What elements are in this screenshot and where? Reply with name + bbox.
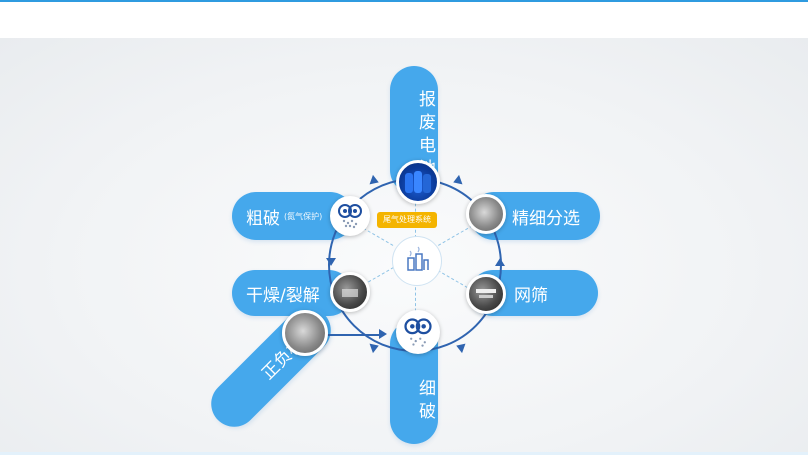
header-area [0,2,808,38]
step-coarse-crushing-label: 粗破 [246,208,280,229]
screen-material-icon [466,274,506,314]
step-fine-sorting-label: 精细分选 [512,208,580,229]
fine-crusher-icon [396,310,440,354]
exhaust-treatment-icon [392,236,442,286]
bottom-accent-line [0,452,808,455]
top-accent-bar [0,0,808,2]
exhaust-system-badge: 尾气处理系统 [377,212,437,228]
step-coarse-crushing-note: (氮气保护) [284,211,323,221]
sorting-material-icon [466,194,506,234]
step-fine-crushing-label: 细破 [415,379,435,425]
arrow-icon [326,258,336,266]
battery-photo-icon [396,160,440,204]
step-scrap-battery-label: 报废电池 [415,90,435,182]
step-drying-pyrolysis-label: 干燥/裂解 [246,285,320,306]
electrode-connector [322,334,382,336]
step-screening-label: 网筛 [514,285,548,306]
electrode-sheet-photo-icon [282,310,328,356]
arrow-icon [379,329,387,339]
drying-material-icon [330,272,370,312]
arrow-icon [495,258,505,266]
crusher-icon [330,196,370,236]
